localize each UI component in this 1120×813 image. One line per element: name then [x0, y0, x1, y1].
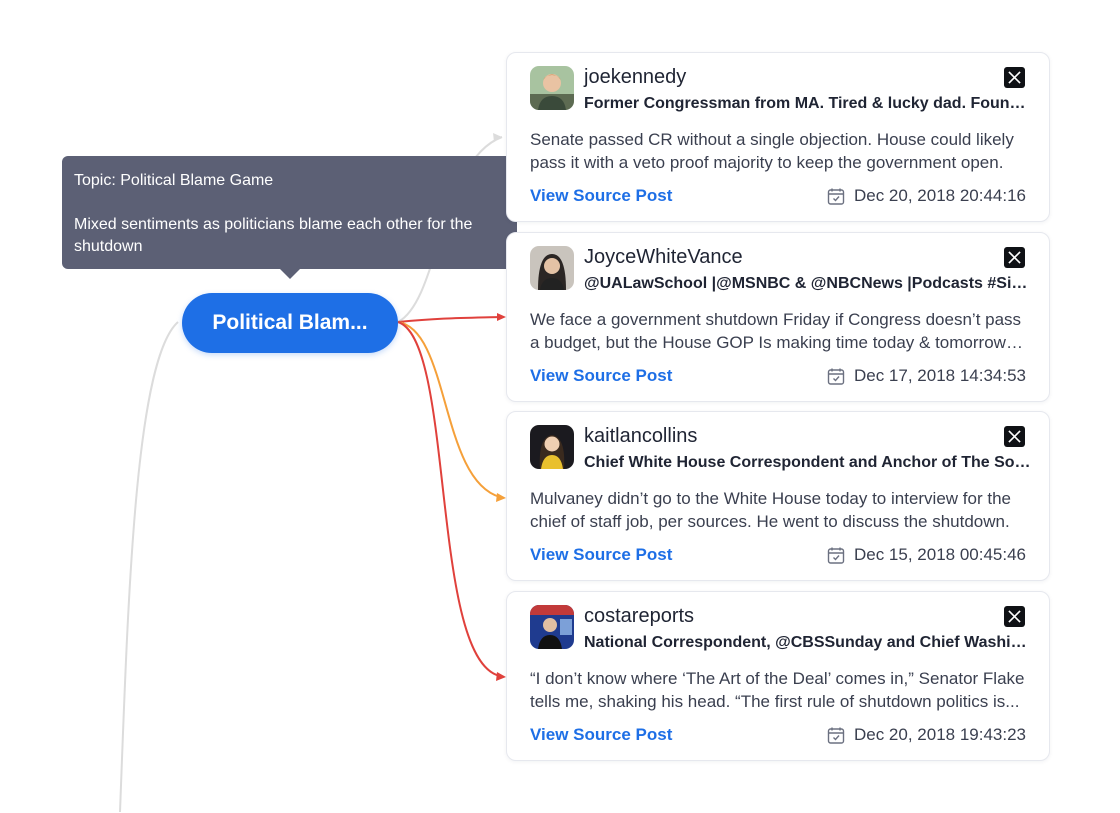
- post-date: Dec 20, 2018 20:44:16: [826, 186, 1026, 206]
- link-arrow-2: [497, 313, 506, 321]
- calendar-icon: [827, 188, 845, 205]
- avatar: [530, 425, 574, 469]
- post-date-text: Dec 17, 2018 14:34:53: [853, 366, 1026, 385]
- post-text: Senate passed CR without a single object…: [530, 130, 1014, 172]
- x-logo-icon[interactable]: [1004, 67, 1025, 88]
- incoming-link: [119, 321, 179, 813]
- post-username[interactable]: JoyceWhiteVance: [584, 246, 743, 268]
- avatar: [530, 66, 574, 110]
- calendar-icon: [827, 368, 845, 385]
- view-source-post-link[interactable]: View Source Post: [530, 186, 673, 205]
- post-bio: Former Congressman from MA. Tired & luck…: [584, 95, 1032, 112]
- link-to-post-3: [397, 321, 501, 498]
- post-date-text: Dec 15, 2018 00:45:46: [853, 545, 1026, 564]
- x-logo-icon[interactable]: [1004, 247, 1025, 268]
- post-bio: National Correspondent, @CBSSunday and C…: [584, 634, 1032, 651]
- post-text: We face a government shutdown Friday if …: [530, 310, 1022, 352]
- post-username[interactable]: kaitlancollins: [584, 425, 698, 447]
- post-card: joekennedy Former Congressman from MA. T…: [506, 52, 1050, 222]
- post-bio: Chief White House Correspondent and Anch…: [584, 454, 1032, 471]
- post-username[interactable]: costareports: [584, 605, 695, 627]
- view-source-post-link[interactable]: View Source Post: [530, 725, 673, 744]
- post-date: Dec 17, 2018 14:34:53: [826, 366, 1026, 386]
- topic-tooltip: Topic: Political Blame Game Mixed sentim…: [62, 156, 517, 279]
- post-card: costareports National Correspondent, @CB…: [506, 591, 1050, 761]
- link-arrow-3: [496, 493, 506, 502]
- topic-node[interactable]: Political Blam...: [182, 293, 398, 353]
- view-source-post-link[interactable]: View Source Post: [530, 366, 673, 385]
- post-card: JoyceWhiteVance @UALawSchool |@MSNBC & @…: [506, 232, 1050, 402]
- post-date-text: Dec 20, 2018 19:43:23: [853, 725, 1026, 744]
- post-text: “I don’t know where ‘The Art of the Deal…: [530, 669, 1025, 711]
- link-arrow-1: [493, 133, 502, 142]
- link-arrow-4: [496, 672, 506, 681]
- avatar: [530, 605, 574, 649]
- tooltip-topic: Topic: Political Blame Game: [74, 172, 274, 189]
- calendar-icon: [827, 547, 845, 564]
- view-source-post-link[interactable]: View Source Post: [530, 545, 673, 564]
- post-bio: @UALawSchool |@MSNBC & @NBCNews |Podcast…: [584, 275, 1032, 292]
- post-date-text: Dec 20, 2018 20:44:16: [853, 186, 1026, 205]
- link-to-post-4: [397, 321, 501, 677]
- post-username[interactable]: joekennedy: [584, 66, 687, 88]
- x-logo-icon[interactable]: [1004, 426, 1025, 447]
- post-date: Dec 15, 2018 00:45:46: [826, 545, 1026, 565]
- tooltip-summary: Mixed sentiments as politicians blame ea…: [74, 216, 473, 255]
- tooltip-arrow: [279, 268, 301, 279]
- post-date: Dec 20, 2018 19:43:23: [826, 725, 1026, 745]
- avatar: [530, 246, 574, 290]
- calendar-icon: [827, 727, 845, 744]
- post-card: kaitlancollins Chief White House Corresp…: [506, 411, 1050, 581]
- post-text: Mulvaney didn’t go to the White House to…: [530, 489, 1011, 531]
- x-logo-icon[interactable]: [1004, 606, 1025, 627]
- link-to-post-2: [397, 316, 501, 323]
